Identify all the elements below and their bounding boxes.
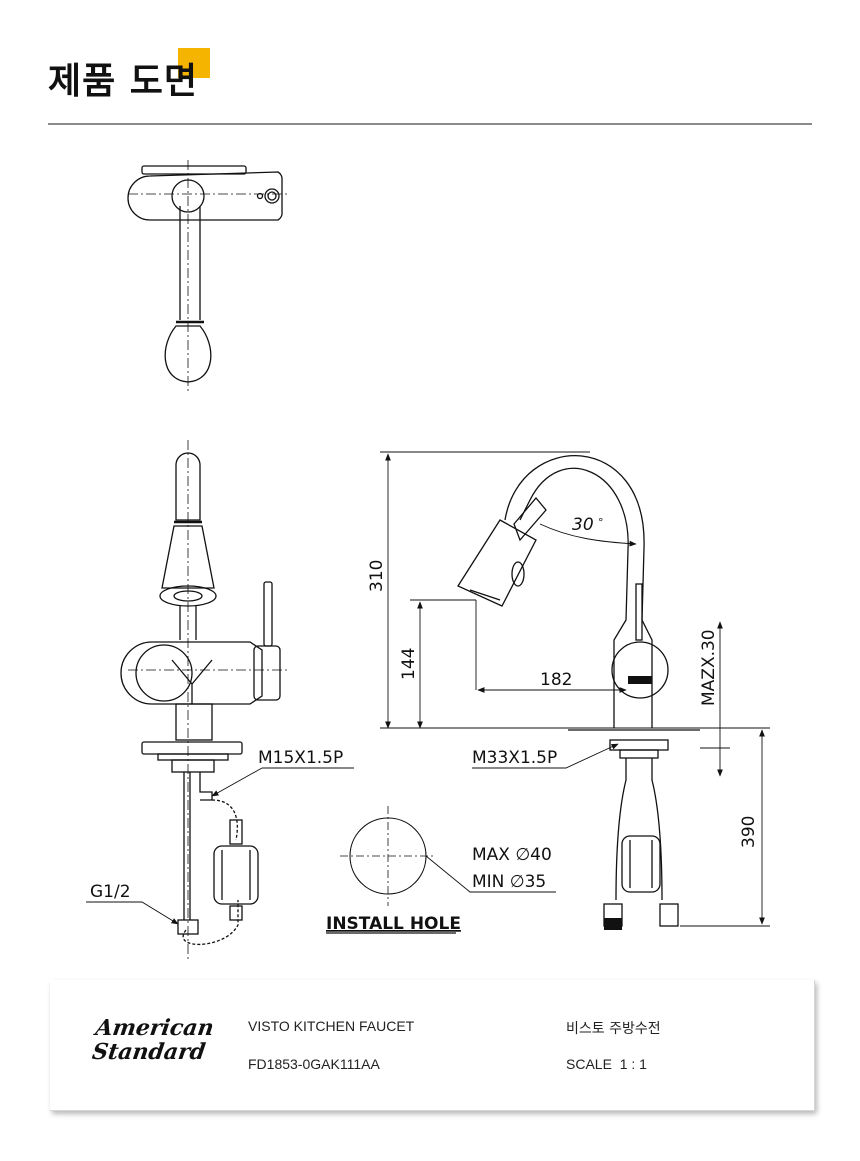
label-install-hole: INSTALL HOLE [326,914,461,934]
drawing-scale: SCALE 1 : 1 [566,1056,647,1072]
title-block: American Standard VISTO KITCHEN FAUCET F… [50,980,815,1111]
title-accent-square [178,48,210,78]
brand-logo-line1: American [93,1015,216,1041]
label-shank-thread: M33X1.5P [472,748,557,768]
dim-reach: 182 [540,670,572,690]
side-view-right [457,455,700,930]
label-supply-inlet-thread: M15X1.5P [258,748,343,768]
title-divider [48,123,812,125]
dim-swivel-angle: 30 [572,515,594,535]
product-code: FD1853-0GAK111AA [248,1056,380,1072]
label-hole-max: MAX ∅40 [472,845,552,865]
page-title: 제품 도면 [48,61,199,102]
dim-spout-height: 144 [399,648,419,680]
product-name-kr: 비스토 주방수전 [566,1021,661,1037]
dim-below-deck: 390 [739,816,759,848]
top-view [127,160,290,392]
brand-logo: American Standard [90,1015,216,1065]
page-header: 제품 도면 [0,0,860,130]
product-name: VISTO KITCHEN FAUCET [248,1018,415,1034]
label-supply-hose-thread: G1/2 [90,882,131,902]
brand-logo-line2: Standard [90,1039,208,1065]
dim-handle-range: MAZX.30 [699,629,719,706]
dim-total-height: 310 [367,560,387,592]
dim-degree-symbol: ° [598,516,604,529]
label-hole-min: MIN ∅35 [472,872,546,892]
dimension-lines [86,451,770,927]
technical-drawing: 310 144 182 30 ° MAZX.30 390 M15X1.5P M3… [0,130,860,970]
install-hole-diagram [340,806,436,906]
side-view-left [120,440,290,960]
drawing-canvas: 310 144 182 30 ° MAZX.30 390 M15X1.5P M3… [86,160,770,960]
